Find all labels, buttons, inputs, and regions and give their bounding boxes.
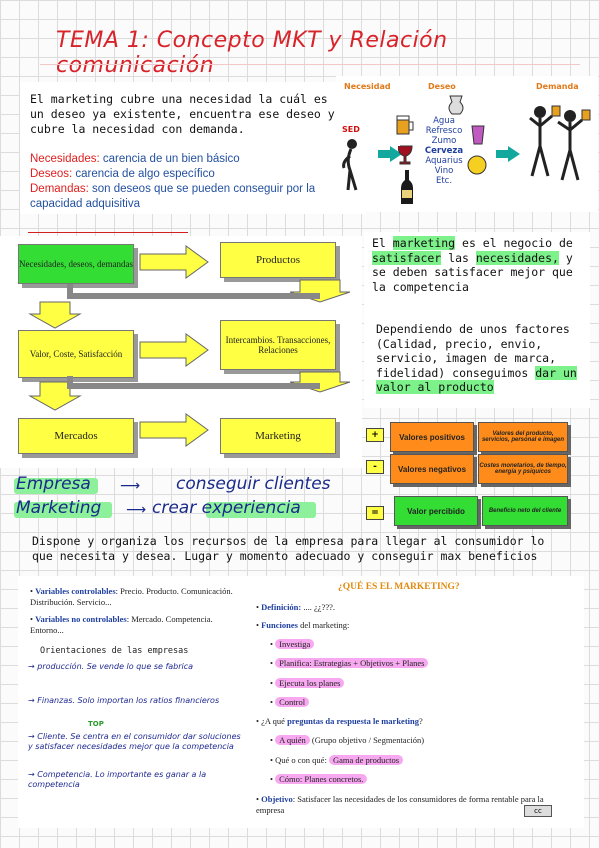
perceived-value-desc: Beneficio neto del cliente: [482, 496, 568, 526]
people-drinking-icon: [529, 105, 591, 181]
definition-deseos: Deseos: carencia de algo específico: [30, 168, 215, 180]
ill-header-demanda: Demanda: [536, 82, 579, 91]
ill-sed-label: SED: [342, 125, 360, 134]
flow-box-mercados: Mercados: [18, 418, 134, 454]
flow-arrows: [28, 245, 351, 447]
flow-box-productos: Productos: [220, 242, 336, 278]
arrow-right-icon: [139, 245, 209, 279]
thirsty-person-icon: [342, 139, 358, 191]
definition-demandas: Demandas: son deseos que se pueden conse…: [30, 183, 316, 210]
arrow-right-icon: ⟶: [120, 478, 141, 494]
title-underline: [40, 64, 580, 65]
plus-sign: +: [366, 428, 384, 442]
ill-header-deseo: Deseo: [428, 82, 456, 91]
ill-header-necesidad: Necesidad: [344, 82, 391, 91]
handwritten-conseguir-clientes: conseguir clientes: [176, 474, 331, 494]
needs-illustration: Necesidad Deseo Demanda SED Agua Refresc…: [336, 76, 598, 212]
arrow-right-icon: [139, 333, 209, 367]
orientation-cliente: → Cliente. Se centra en el consumidor da…: [28, 732, 241, 751]
highlight-experiencia: [206, 502, 316, 518]
definition-line: • Definición: .... ¿¿???.: [256, 602, 335, 612]
intro-card: [20, 82, 366, 214]
wine-glass-icon: [398, 145, 413, 165]
drinks-list: Agua Refresco Zumo Cerveza Aquarius Vino…: [424, 116, 464, 186]
objective-line: • Objetivo: Satisfacer las necesidades d…: [256, 794, 544, 815]
arrow-right-icon: [378, 146, 402, 162]
page-title: TEMA 1: Concepto MKT y Relación comunica…: [56, 28, 448, 78]
what-is-marketing-heading: ¿QUÉ ES EL MARKETING?: [338, 582, 460, 592]
beer-mug-icon: [396, 115, 414, 135]
arrow-right-icon: [496, 146, 520, 162]
non-controllable-variables: • Variables no controlables: Mercado. Co…: [30, 614, 213, 635]
orientation-finanzas: → Finanzas. Solo importan los ratios fin…: [28, 696, 220, 705]
highlight-marketing: [14, 502, 112, 518]
juice-glass-icon: [471, 125, 485, 145]
definitions-list: Necesidades: carencia de un bien básico …: [30, 152, 360, 212]
negative-values-desc: Costes monetarios, de tiempo, energía y …: [478, 454, 568, 484]
jug-icon: [448, 95, 464, 115]
arrow-right-icon: [139, 413, 209, 447]
functions-line: • Funciones del marketing:: [256, 620, 350, 630]
orientation-competencia: → Competencia. Lo importante es ganar a …: [28, 770, 207, 789]
intro-paragraph: El marketing cubre una necesidad la cuál…: [30, 92, 335, 136]
minus-sign: -: [366, 460, 384, 474]
function-item: • Control: [270, 697, 310, 708]
negative-values-box: Valores negativos: [390, 454, 474, 484]
handwritten-marketing: Marketing: [16, 498, 102, 518]
positive-values-box: Valores positivos: [390, 422, 474, 452]
function-item: • Investiga: [270, 639, 315, 650]
marketing-definition-text: El marketing es el negocio de satisfacer…: [372, 236, 573, 294]
controllable-variables: • Variables controlables: Precio. Produc…: [30, 586, 233, 607]
wine-bottle-icon: [401, 170, 413, 204]
answer-item: • Cómo: Planes concretos.: [270, 774, 368, 785]
flow-box-marketing: Marketing: [220, 418, 336, 454]
value-factors-text: Dependiendo de unos factores (Calidad, p…: [376, 322, 577, 394]
perceived-value-box: Valor percibido: [394, 496, 478, 526]
lemon-icon: [467, 155, 487, 175]
answer-item: • A quién (Grupo objetivo / Segmentación…: [270, 735, 425, 745]
flow-box-valor: Valor, Coste, Satisfacción: [18, 330, 134, 378]
positive-values-desc: Valores del producto, servicios, persona…: [478, 422, 568, 452]
answer-item: • Qué o con qué: Gama de productos: [270, 755, 404, 766]
arrow-down-icon: [28, 301, 82, 329]
highlight-empresa: [14, 478, 98, 494]
function-item: • Ejecuta los planes: [270, 678, 345, 689]
function-item: • Planifica: Estrategias + Objetivos + P…: [270, 658, 429, 669]
definition-necesidades: Necesidades: carencia de un bien básico: [30, 153, 240, 165]
flow-box-intercambios: Intercambios. Transacciones, Relaciones: [220, 320, 336, 370]
handwritten-empresa: Empresa: [16, 474, 91, 494]
arrow-right-icon: ⟶: [126, 502, 147, 518]
cc-license-icon: cc: [524, 805, 552, 817]
orientations-title: Orientaciones de las empresas: [40, 646, 189, 656]
orientation-produccion: → producción. Se vende lo que se fabrica: [28, 662, 194, 671]
top-tag: TOP: [88, 720, 104, 728]
equals-sign: =: [366, 506, 384, 520]
section-divider: [28, 232, 188, 233]
handwritten-crear-experiencia: crear experiencia: [152, 498, 301, 518]
questions-line: • ¿A qué preguntas da respuesta le marke…: [256, 716, 423, 726]
dispone-paragraph: Dispone y organiza los recursos de la em…: [32, 534, 545, 563]
flow-box-necesidades: Necesidades, deseos, demandas: [18, 244, 134, 284]
